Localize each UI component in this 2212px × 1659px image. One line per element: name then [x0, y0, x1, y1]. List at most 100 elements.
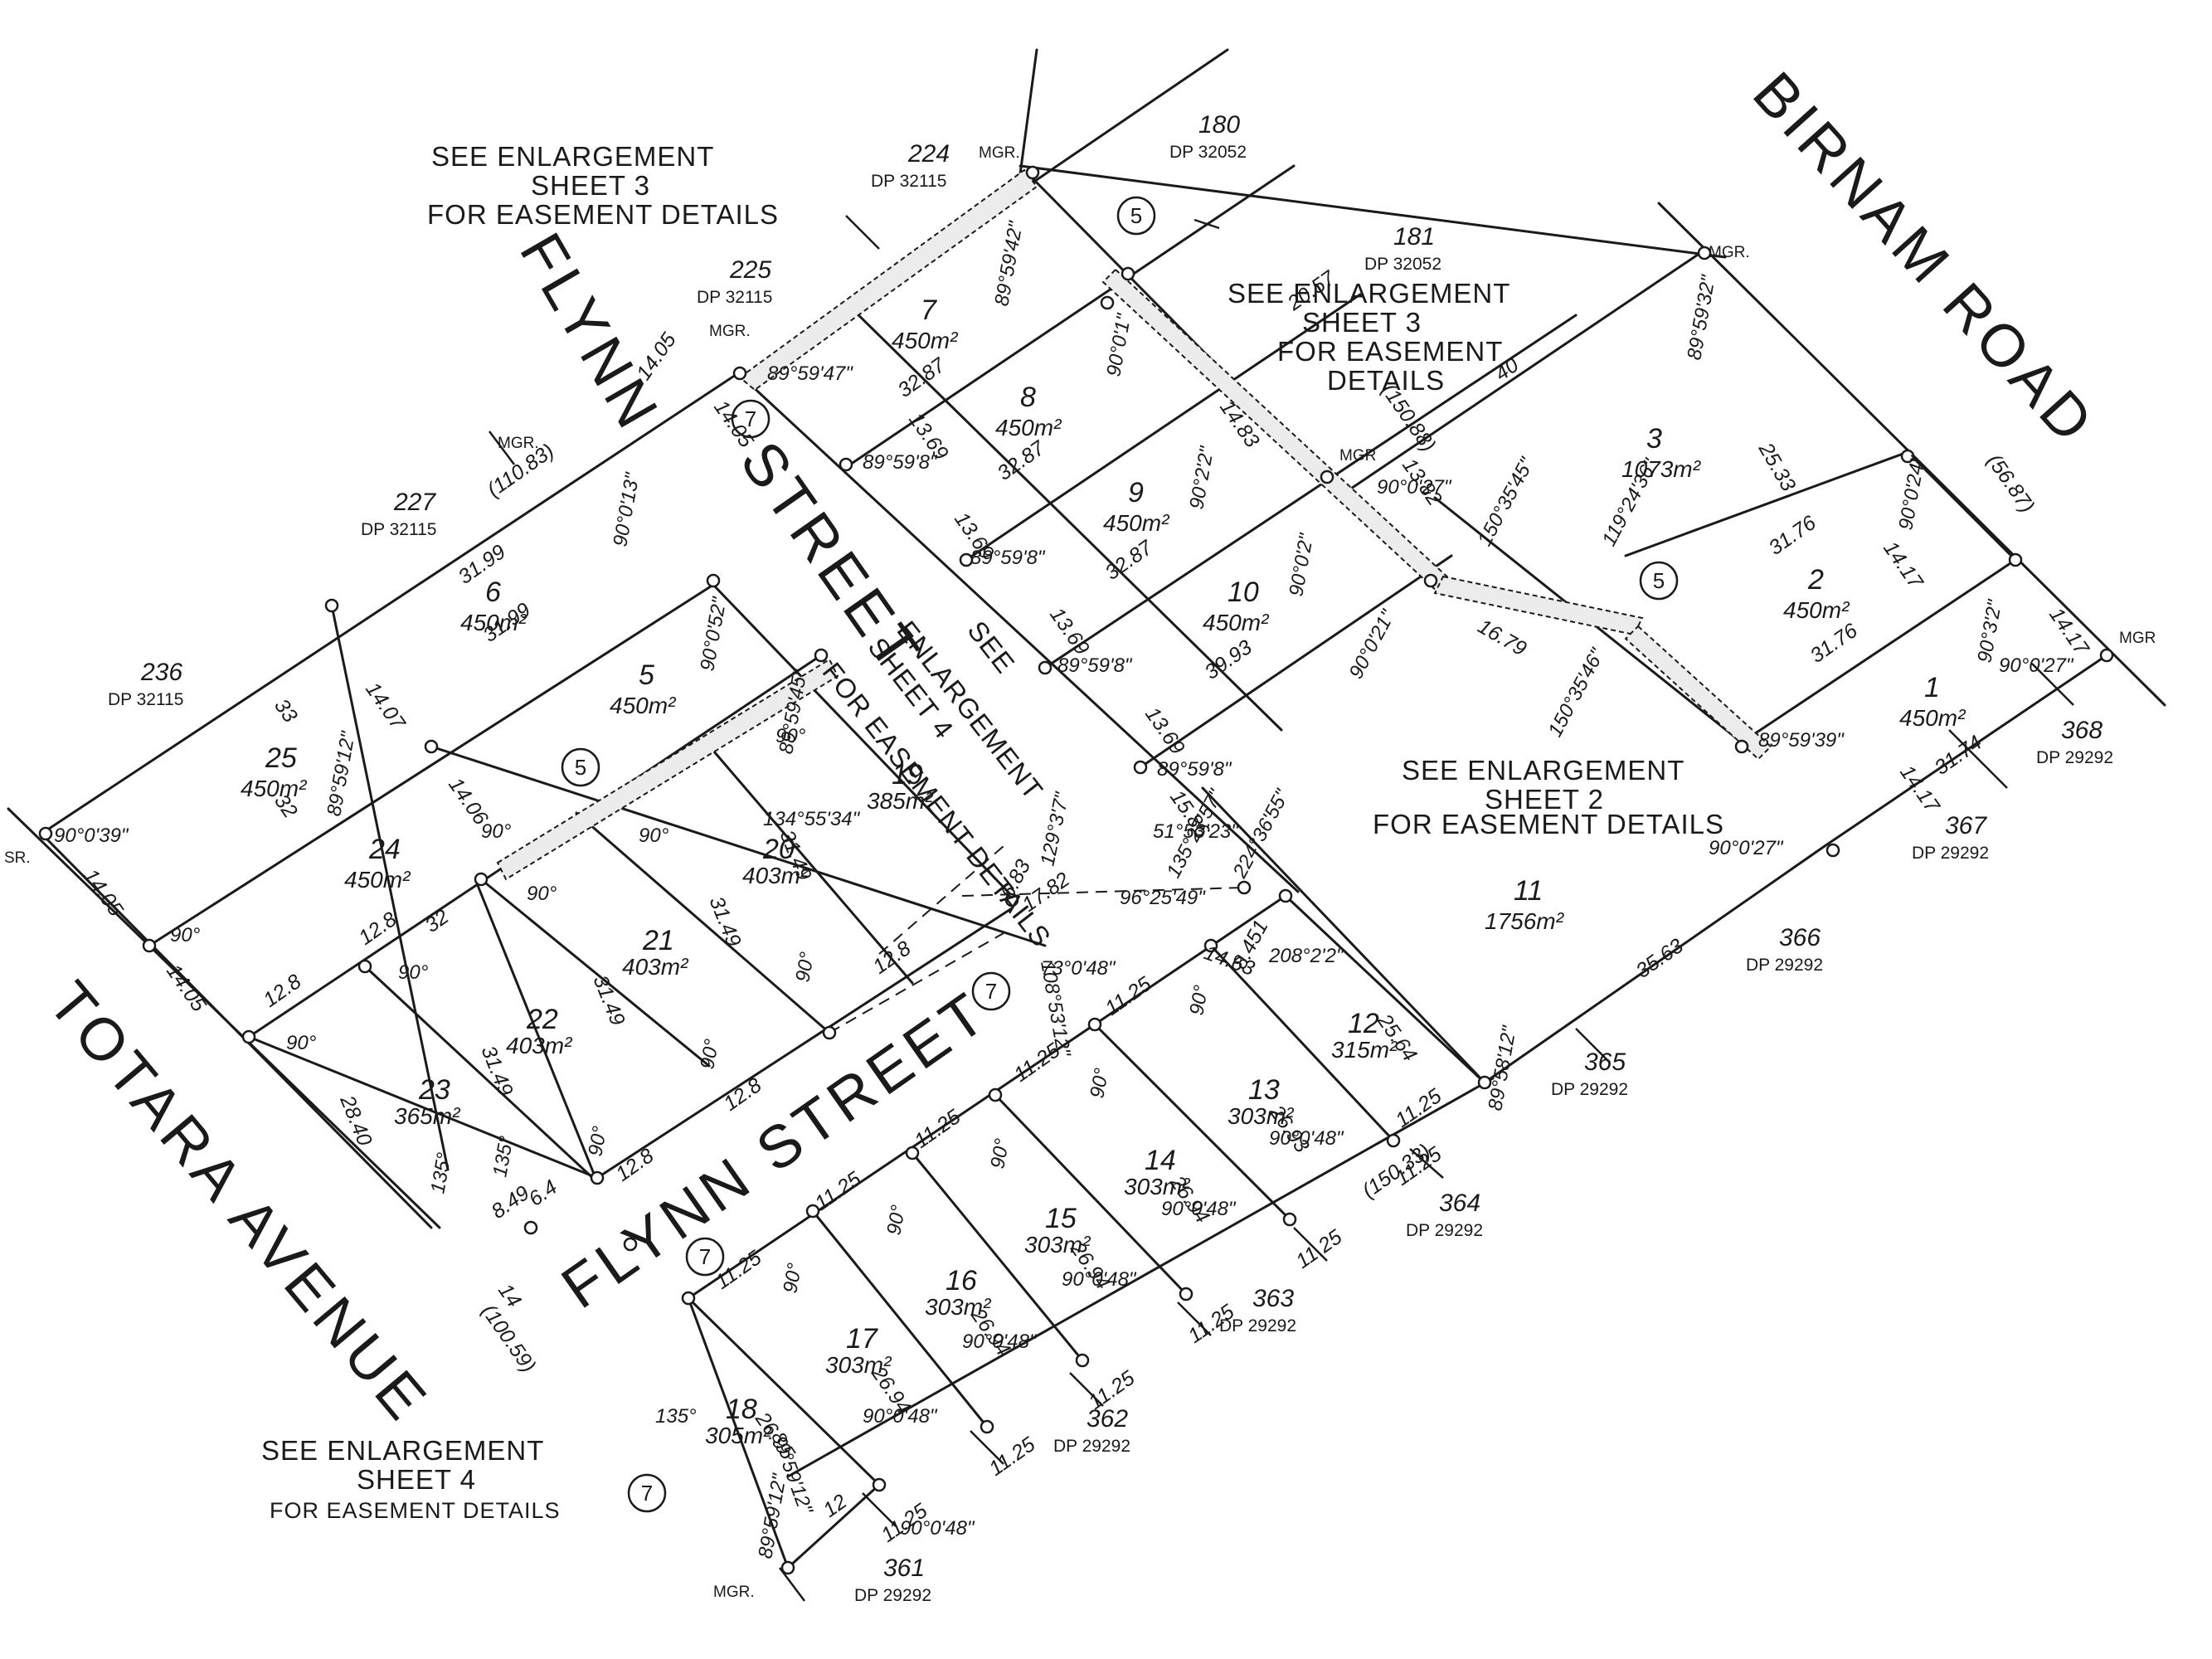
circle-ref: 5 — [1116, 196, 1156, 236]
svg-text:90°0'48": 90°0'48" — [1062, 1268, 1137, 1291]
svg-text:368: 368 — [2061, 717, 2103, 744]
svg-text:SEE ENLARGEMENT: SEE ENLARGEMENT — [261, 1435, 544, 1466]
svg-text:135°: 135° — [655, 1405, 697, 1428]
road-flynn-upper: FLYNN — [507, 222, 673, 443]
svg-text:90°2'2": 90°2'2" — [1185, 444, 1218, 511]
svg-text:32.87: 32.87 — [1101, 535, 1157, 584]
svg-text:5: 5 — [1653, 568, 1665, 593]
svg-text:16: 16 — [946, 1265, 977, 1297]
svg-text:13.69: 13.69 — [1045, 603, 1094, 659]
svg-text:303m²: 303m² — [825, 1352, 892, 1378]
svg-text:6: 6 — [485, 577, 501, 608]
svg-text:450m²: 450m² — [460, 610, 527, 635]
svg-text:90°0'27": 90°0'27" — [1377, 476, 1452, 499]
svg-text:SHEET 3: SHEET 3 — [1302, 307, 1422, 338]
svg-text:90°: 90° — [286, 1032, 317, 1054]
svg-text:73°0'48": 73°0'48" — [1041, 957, 1116, 980]
survey-points — [38, 165, 2114, 1575]
svg-text:22: 22 — [526, 1004, 558, 1035]
note-sheet4-bottom: SEE ENLARGEMENT SHEET 4 FOR EASEMENT DET… — [261, 1435, 560, 1523]
svg-text:17: 17 — [846, 1323, 878, 1355]
svg-text:89°59'12": 89°59'12" — [323, 729, 360, 818]
svg-text:90°: 90° — [398, 961, 429, 984]
svg-text:25: 25 — [265, 742, 297, 774]
svg-text:90°0'48": 90°0'48" — [900, 1517, 975, 1540]
svg-text:12: 12 — [819, 1490, 851, 1522]
svg-text:33: 33 — [270, 694, 302, 727]
svg-text:28.40: 28.40 — [335, 1092, 377, 1150]
circle-ref: 5 — [1639, 561, 1679, 601]
easements — [496, 168, 1772, 881]
svg-text:DP 29292: DP 29292 — [1551, 1080, 1628, 1099]
svg-text:1: 1 — [1924, 672, 1940, 703]
svg-text:135°: 135° — [426, 1151, 455, 1195]
svg-text:90°0'2": 90°0'2" — [1285, 531, 1318, 598]
svg-text:DP 29292: DP 29292 — [1746, 956, 1823, 975]
circle-ref: 5 — [561, 747, 600, 787]
svg-text:450m²: 450m² — [344, 867, 411, 893]
svg-text:DP 29292: DP 29292 — [1406, 1221, 1483, 1240]
svg-text:12.8: 12.8 — [611, 1144, 658, 1186]
svg-text:3: 3 — [1646, 423, 1662, 455]
svg-text:363: 363 — [1252, 1285, 1294, 1312]
svg-text:90°0'48": 90°0'48" — [863, 1405, 938, 1428]
svg-text:11.25: 11.25 — [810, 1167, 865, 1215]
svg-text:5: 5 — [1130, 203, 1142, 228]
svg-text:31.99: 31.99 — [454, 540, 509, 589]
svg-text:DP 32115: DP 32115 — [871, 172, 946, 191]
note-sheet2: SEE ENLARGEMENT SHEET 2 FOR EASEMENT DET… — [1373, 755, 1724, 839]
svg-text:SR.: SR. — [4, 849, 31, 867]
svg-text:11.25: 11.25 — [1391, 1084, 1446, 1132]
svg-text:450m²: 450m² — [1783, 597, 1850, 623]
svg-text:DP 29292: DP 29292 — [854, 1586, 931, 1605]
svg-text:FOR EASEMENT DETAILS: FOR EASEMENT DETAILS — [1373, 809, 1724, 839]
svg-text:89°59'8": 89°59'8" — [970, 547, 1046, 569]
svg-text:15: 15 — [1045, 1203, 1077, 1234]
svg-text:89°59'8": 89°59'8" — [1157, 758, 1232, 781]
svg-text:403m²: 403m² — [742, 863, 809, 888]
svg-text:90°0'48": 90°0'48" — [962, 1331, 1038, 1353]
svg-text:90°0'48": 90°0'48" — [1161, 1198, 1237, 1220]
svg-text:MGR: MGR — [2119, 630, 2156, 647]
svg-text:90°: 90° — [986, 1136, 1014, 1170]
svg-text:450m²: 450m² — [1103, 510, 1170, 536]
svg-text:89°59'42": 89°59'42" — [990, 219, 1028, 308]
svg-text:21: 21 — [642, 925, 674, 956]
svg-text:(56.87): (56.87) — [1982, 450, 2039, 517]
svg-text:11.25: 11.25 — [1184, 1300, 1238, 1348]
svg-text:31.49: 31.49 — [704, 893, 745, 951]
svg-text:90°: 90° — [170, 924, 201, 946]
svg-text:SEE ENLARGEMENT: SEE ENLARGEMENT — [431, 141, 714, 172]
svg-text:8.451: 8.451 — [1228, 916, 1273, 972]
svg-text:14.17: 14.17 — [2044, 603, 2093, 659]
svg-text:6.4: 6.4 — [524, 1175, 562, 1211]
svg-text:12: 12 — [1348, 1008, 1379, 1039]
svg-text:14.05: 14.05 — [79, 864, 128, 920]
svg-text:7: 7 — [985, 979, 997, 1004]
svg-text:362: 362 — [1087, 1405, 1128, 1433]
road-totara-avenue: TOTARA AVENUE — [36, 970, 441, 1436]
svg-text:450m²: 450m² — [241, 776, 308, 801]
svg-text:18: 18 — [726, 1394, 757, 1425]
svg-text:303m²: 303m² — [925, 1294, 992, 1320]
svg-text:SHEET 4: SHEET 4 — [357, 1464, 476, 1495]
svg-text:236: 236 — [140, 659, 182, 686]
svg-text:14.07: 14.07 — [361, 678, 410, 734]
